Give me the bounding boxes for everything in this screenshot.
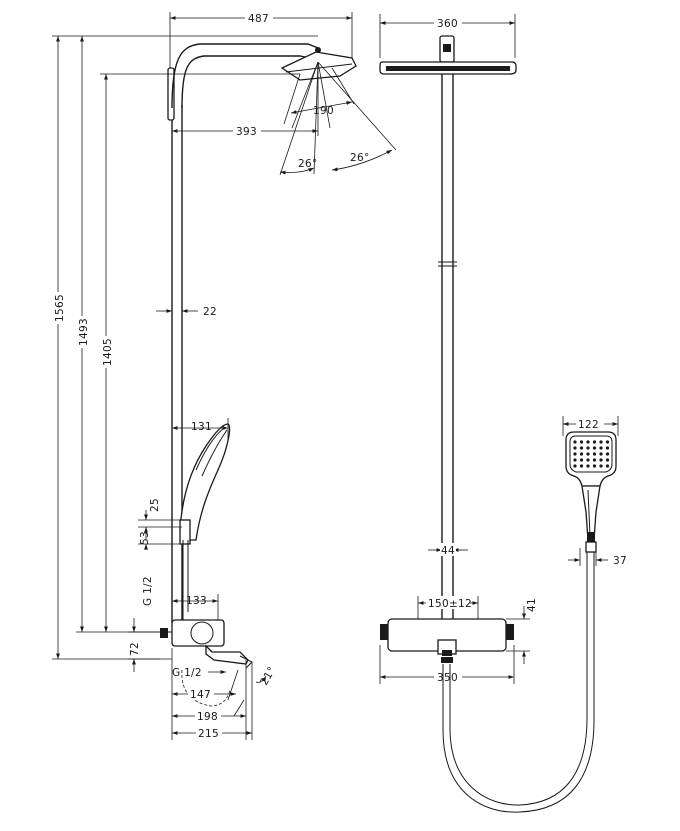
nozzle-dot [579,458,584,462]
spray-nozzles-front [386,66,510,71]
handshower-front: 122 37 [562,416,627,567]
nozzle-dot [599,446,603,450]
riser-pipe-front [438,74,457,620]
dim-pipe-44: 44 [441,545,455,557]
dim-pipe-22: 22 [203,306,217,318]
shower-arm [171,43,319,109]
nozzle-dot [592,458,597,462]
dim-thermostat-350: 350 [437,672,458,684]
nozzle-dot [605,458,610,462]
dim-arm-reach-393: 393 [236,126,257,138]
nozzle-dot [573,440,577,444]
nozzle-dot [586,452,590,456]
overhead-shower-head-front [379,35,517,75]
nozzle-dot [573,452,577,456]
dim-height-72: 72 [129,642,141,656]
dim-thermostat-41: 41 [526,598,538,612]
dim-overall-width-487: 487 [248,13,269,25]
nozzle-dot [579,464,584,468]
nozzle-dot [579,440,584,444]
dim-thermostat-133: 133 [186,595,207,607]
spray-cone [279,61,397,176]
nozzle-dot [605,440,610,444]
dim-holder-25: 25 [149,498,161,512]
nozzle-dot [586,440,590,444]
nozzle-dot [579,446,584,450]
dim-handshower-122: 122 [578,419,599,431]
dim-head-width-360: 360 [437,18,458,30]
nozzle-dot [592,446,597,450]
nozzle-dot [573,446,577,450]
dim-spout-147: 147 [190,689,211,701]
dim-connection-lower: G 1/2 [172,667,202,679]
dim-head-width-190: 190 [313,105,334,117]
side-view: 190 26° 26° 487 393 1565 1493 1 [51,11,397,740]
nozzle-dot [586,446,590,450]
handshower-side [179,423,231,620]
dim-holder-53: 53 [139,531,151,545]
dim-connection-upper: G 1/2 [142,576,154,606]
nozzle-dot [592,452,597,456]
dim-height-1565: 1565 [54,294,66,322]
wall-bracket-upper [167,67,175,121]
dim-angle-left: 26° [298,158,318,170]
nozzle-dot [605,464,610,468]
nozzle-dot [599,440,603,444]
dim-height-1405: 1405 [102,338,114,366]
nozzle-dot [599,464,603,468]
nozzle-dot [592,464,597,468]
nozzle-dot [599,452,603,456]
dim-spout-215: 215 [198,728,219,740]
nozzle-dot [605,446,610,450]
nozzle-dot [579,452,584,456]
nozzle-dot [586,464,590,468]
nozzle-dot [605,452,610,456]
dim-spout-198: 198 [197,711,218,723]
dim-handshower-reach-131: 131 [191,421,212,433]
dim-angle-21: 21° [258,665,278,688]
dim-handle-37: 37 [613,555,627,567]
dim-connection-spacing: 150±12 [428,598,472,610]
dim-angle-right: 26° [350,152,370,164]
nozzle-dot [573,458,577,462]
riser-pipe [171,105,183,623]
spray-nozzles-handshower [573,440,610,468]
nozzle-dot [586,458,590,462]
nozzle-dot [592,440,597,444]
nozzle-dot [599,458,603,462]
thermostat-side [160,619,225,647]
nozzle-dot [573,464,577,468]
front-view: 360 44 150±12 [379,14,595,813]
dim-height-1493: 1493 [78,318,90,346]
shower-hose [442,552,595,813]
thermostat-front [380,618,514,663]
